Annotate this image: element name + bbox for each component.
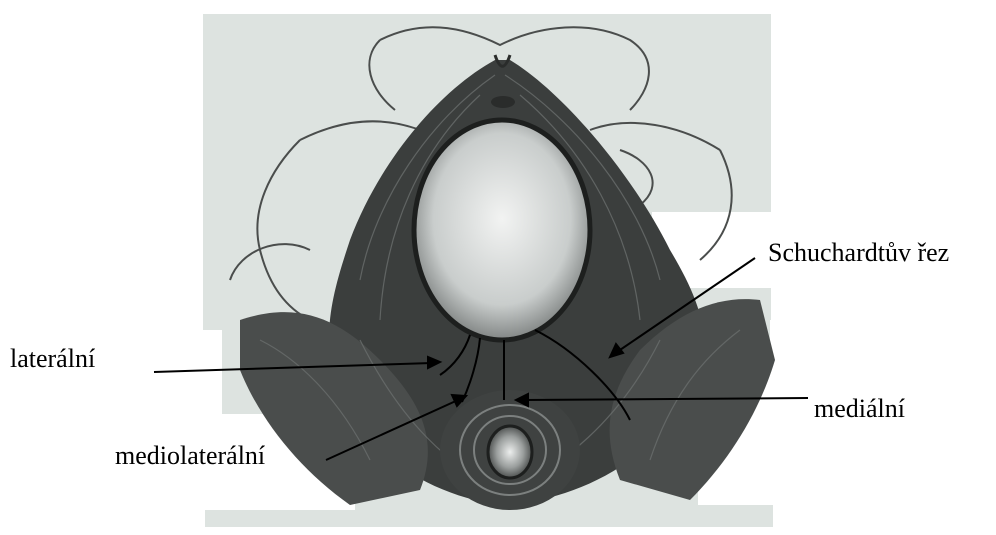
label-schuchardt-incision: Schuchardtův řez xyxy=(768,240,949,266)
vaginal-opening xyxy=(414,120,590,340)
label-mediolateral-incision: mediolaterální xyxy=(115,443,265,469)
anal-sphincter xyxy=(440,390,580,510)
label-medial-incision: mediální xyxy=(814,396,905,422)
urethral-opening xyxy=(491,96,515,108)
label-lateral-incision: laterální xyxy=(10,346,95,372)
